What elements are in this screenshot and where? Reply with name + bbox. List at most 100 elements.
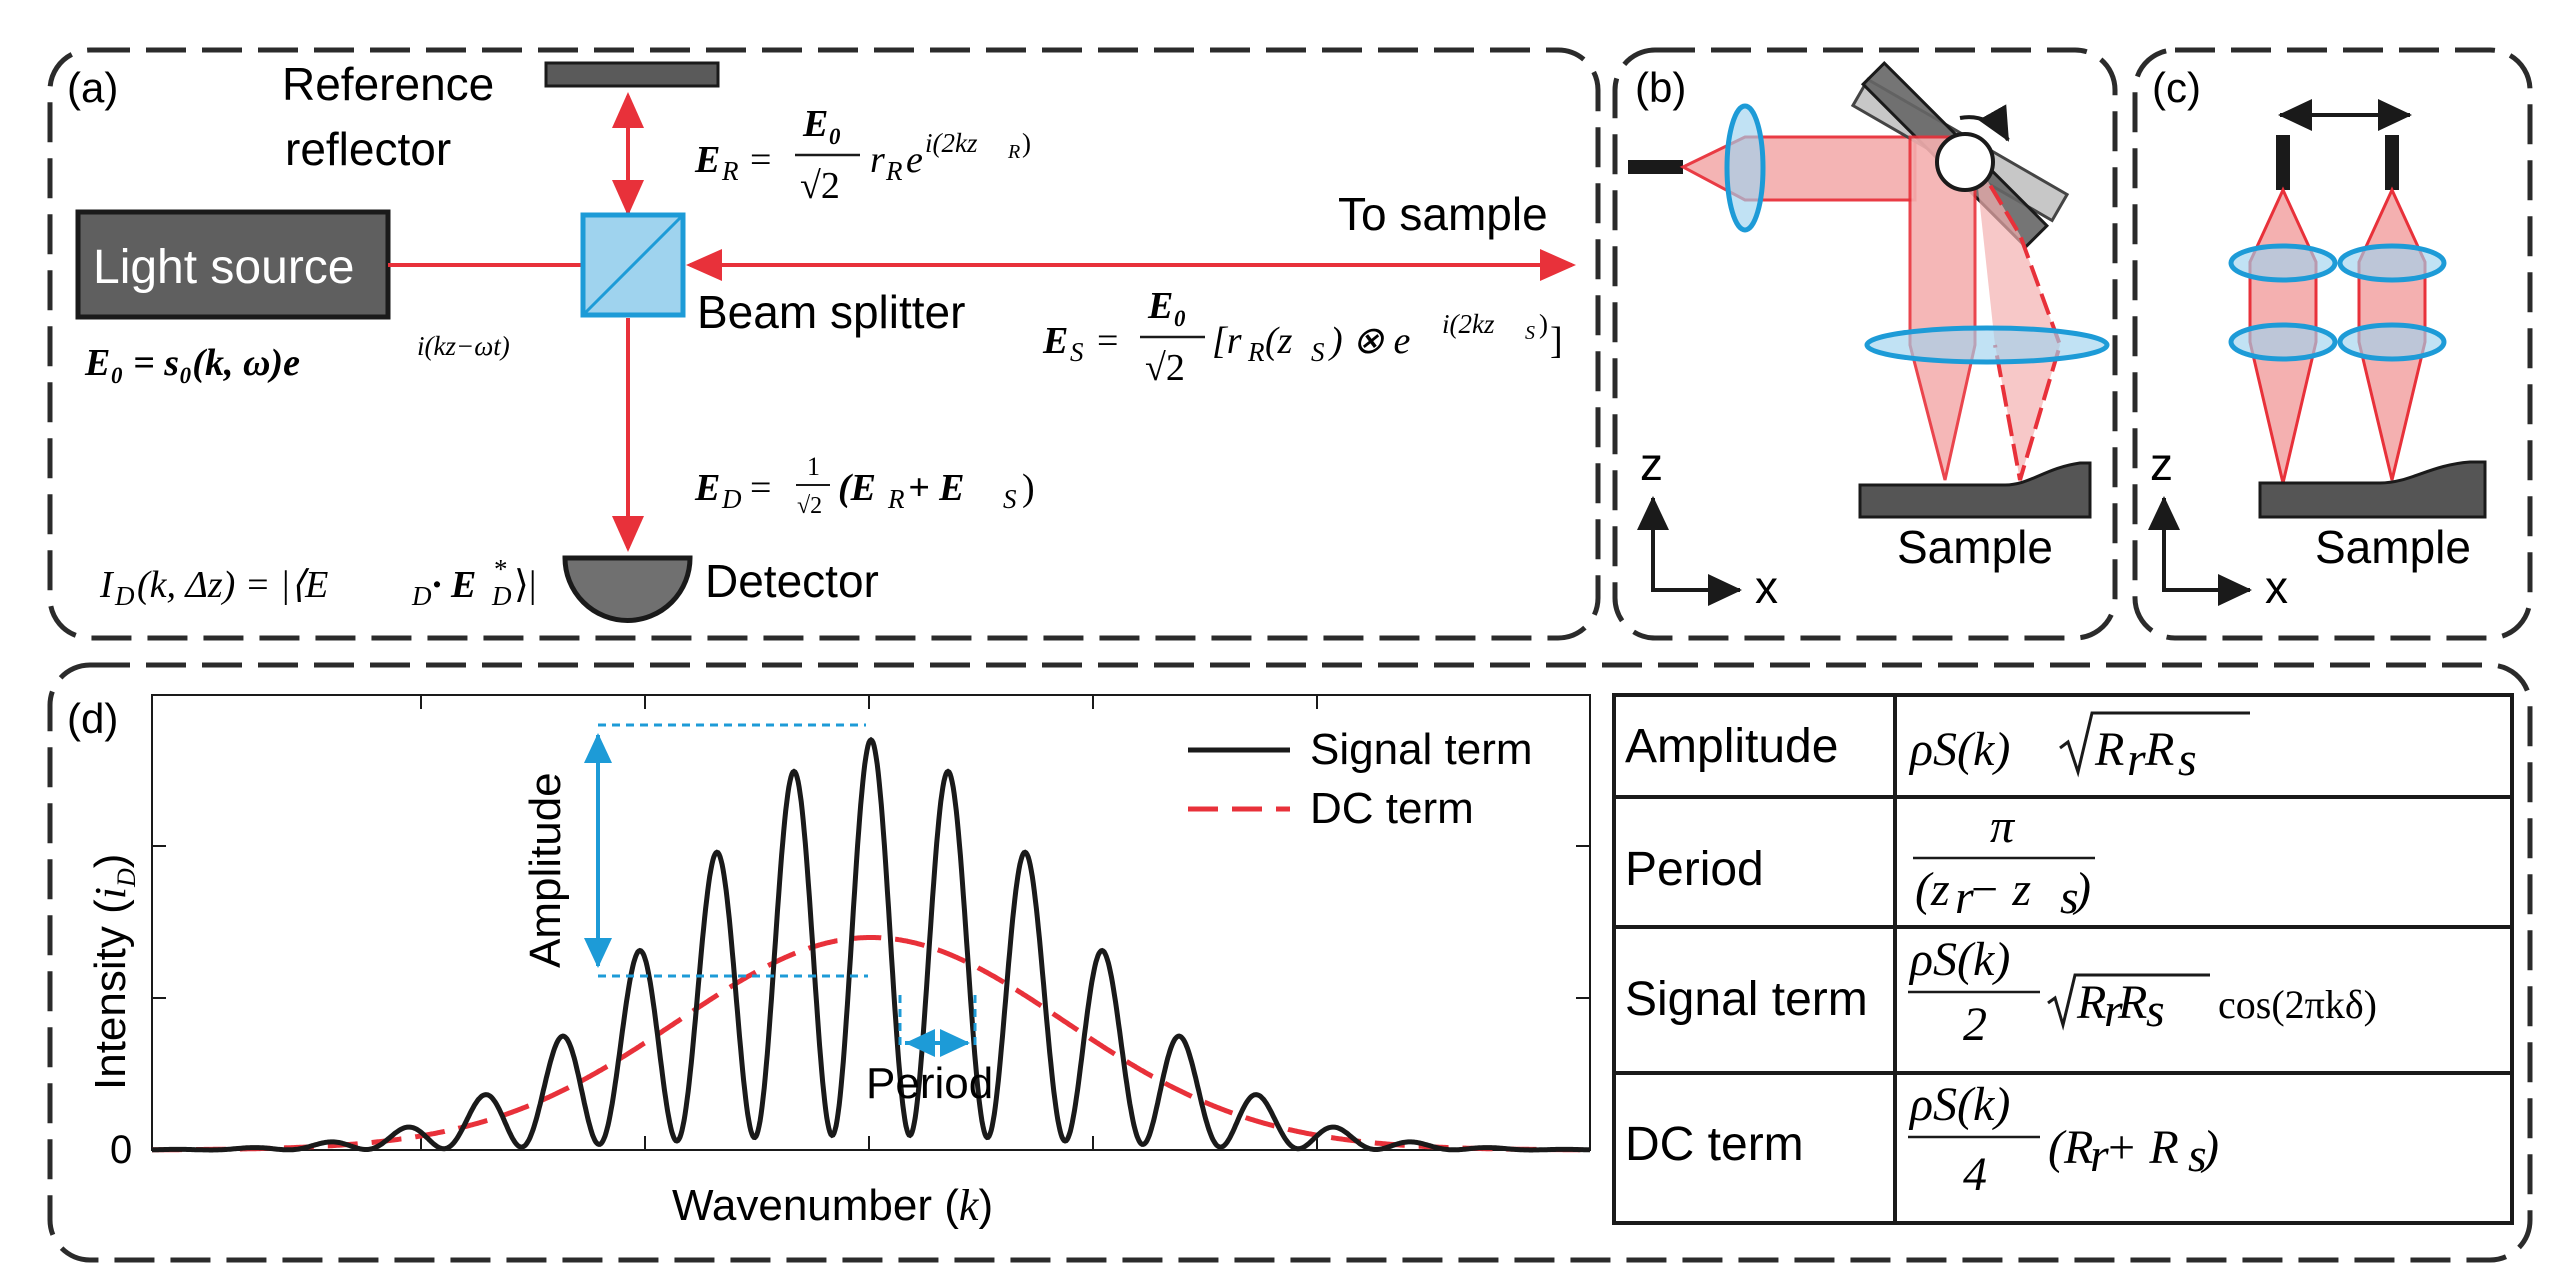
light-source-label: Light source xyxy=(93,241,355,294)
svg-text:E: E xyxy=(694,467,720,509)
panel-b: (b) Sample z x xyxy=(1628,60,2110,613)
fiber-tip xyxy=(1628,160,1683,174)
svg-text:√2: √2 xyxy=(1145,347,1185,389)
svg-text:i(2kz: i(2kz xyxy=(925,128,978,158)
svg-text:√2: √2 xyxy=(797,493,822,519)
chart-ticks xyxy=(152,695,1590,1150)
panel-d-border xyxy=(47,662,2533,1263)
svg-text:⟩|: ⟩| xyxy=(514,564,536,606)
lens-b-1 xyxy=(1724,103,1766,233)
lens-c-4 xyxy=(2337,322,2447,362)
svg-text:=: = xyxy=(750,467,771,509)
svg-text:(k, Δz) = |⟨E: (k, Δz) = |⟨E xyxy=(137,564,328,606)
signal-term-line xyxy=(152,736,1590,1153)
chart-frame xyxy=(151,694,1591,1151)
svg-text:=: = xyxy=(750,139,771,181)
svg-text:2: 2 xyxy=(1963,998,1987,1051)
svg-text:): ) xyxy=(2072,863,2091,916)
panel-a: (a) Reference reflector Light source Bea… xyxy=(67,58,1576,623)
table-row-period-formula: π (z r − z s ) xyxy=(1913,800,2095,924)
lens-c-3 xyxy=(2228,322,2338,362)
panel-c-border xyxy=(2132,47,2533,641)
panel-a-border xyxy=(47,47,1601,641)
svg-text:i(2kz: i(2kz xyxy=(1442,309,1495,339)
fiber-c-left xyxy=(2276,135,2290,190)
svg-text:D: D xyxy=(114,581,135,611)
svg-text:r: r xyxy=(1955,871,1974,924)
amplitude-annotation: Amplitude xyxy=(521,723,868,978)
svg-text:*: * xyxy=(494,554,508,584)
table-row-dc-label: DC term xyxy=(1625,1118,1804,1171)
svg-text:π: π xyxy=(1990,800,2016,853)
svg-text:]: ] xyxy=(1550,320,1563,362)
svg-text:r: r xyxy=(870,139,885,181)
fiber-c-right xyxy=(2385,135,2399,190)
svg-text:r: r xyxy=(2127,733,2146,786)
svg-text:− z: − z xyxy=(1968,863,2031,916)
panel-b-border xyxy=(1612,47,2118,641)
sample-b-label: Sample xyxy=(1897,521,2053,573)
svg-text:): ) xyxy=(1539,309,1548,339)
svg-text:(R: (R xyxy=(2048,1121,2093,1174)
beam-splitter-label: Beam splitter xyxy=(697,286,965,338)
svg-text:R: R xyxy=(2076,976,2106,1029)
panel-a-label: (a) xyxy=(67,64,118,111)
svg-text:s: s xyxy=(2188,1129,2207,1182)
svg-text:4: 4 xyxy=(1963,1148,1987,1201)
svg-text:E₀: E₀ xyxy=(802,103,842,145)
eq-ED: E D = 1 √2 (E R + E S ) xyxy=(694,452,1035,519)
axis-z-b-label: z xyxy=(1640,438,1663,490)
svg-text:S: S xyxy=(1003,484,1017,514)
svg-text:s: s xyxy=(2060,871,2079,924)
table-row-signal-label: Signal term xyxy=(1625,973,1868,1026)
legend-dc-label: DC term xyxy=(1310,784,1474,833)
panel-c-label: (c) xyxy=(2152,64,2201,111)
mirror-pivot xyxy=(1935,132,1995,192)
y-axis-label: Intensity (iD) xyxy=(86,854,141,1090)
svg-text:D: D xyxy=(491,581,512,611)
legend: Signal term DC term xyxy=(1188,725,1533,833)
svg-text:=: = xyxy=(1097,320,1118,362)
svg-text:E₀ = s₀(k, ω)e: E₀ = s₀(k, ω)e xyxy=(84,342,300,384)
svg-text:R: R xyxy=(2094,723,2124,776)
panel-c: (c) Sample z x xyxy=(2148,64,2487,613)
beam-down-dashed xyxy=(1973,158,2063,481)
detector xyxy=(562,555,693,623)
svg-text:ρS(k): ρS(k) xyxy=(1908,723,2010,776)
beam-splitter-diagonal xyxy=(583,215,683,315)
panel-b-label: (b) xyxy=(1635,64,1686,111)
reference-label-line1: Reference xyxy=(282,58,494,110)
lens-c-1 xyxy=(2228,243,2338,283)
eq-E0: E₀ = s₀(k, ω)e i(kz−ωt) xyxy=(84,331,510,384)
svg-text:R: R xyxy=(1007,141,1020,163)
svg-text:+ E: + E xyxy=(908,467,965,509)
lens-b-2 xyxy=(1864,325,2110,365)
beam-cone-b xyxy=(1679,135,1917,202)
svg-text:ρS(k): ρS(k) xyxy=(1908,933,2010,986)
table-row-amplitude-label: Amplitude xyxy=(1625,720,1838,773)
reference-label-line2: reflector xyxy=(285,123,451,175)
lens-c-2 xyxy=(2337,243,2447,283)
svg-text:): ) xyxy=(1022,128,1031,158)
svg-text:E₀: E₀ xyxy=(1147,285,1187,327)
svg-text:R: R xyxy=(2117,976,2147,1029)
svg-text:· E: · E xyxy=(432,564,476,606)
period-annotation: Period xyxy=(866,995,993,1108)
svg-text:s: s xyxy=(2178,733,2197,786)
table-row-period-label: Period xyxy=(1625,843,1764,896)
dc-term-line xyxy=(152,935,1590,1153)
svg-text:ρS(k): ρS(k) xyxy=(1908,1078,2010,1131)
svg-text:i(kz−ωt): i(kz−ωt) xyxy=(417,331,510,361)
svg-text:r: r xyxy=(2090,1129,2109,1182)
reference-reflector xyxy=(544,61,720,88)
svg-text:(z: (z xyxy=(1915,863,1950,916)
svg-text:+ R: + R xyxy=(2105,1121,2179,1174)
svg-text:S: S xyxy=(1525,322,1535,344)
svg-text:): ) xyxy=(2200,1121,2219,1174)
axis-z-c-label: z xyxy=(2150,438,2173,490)
sample-b xyxy=(1858,461,2092,519)
svg-text:D: D xyxy=(411,581,432,611)
panel-d-label: (d) xyxy=(67,695,118,742)
svg-text:): ) xyxy=(1022,467,1035,509)
eq-ID: I D (k, Δz) = |⟨E D · E D * ⟩| xyxy=(99,554,536,611)
